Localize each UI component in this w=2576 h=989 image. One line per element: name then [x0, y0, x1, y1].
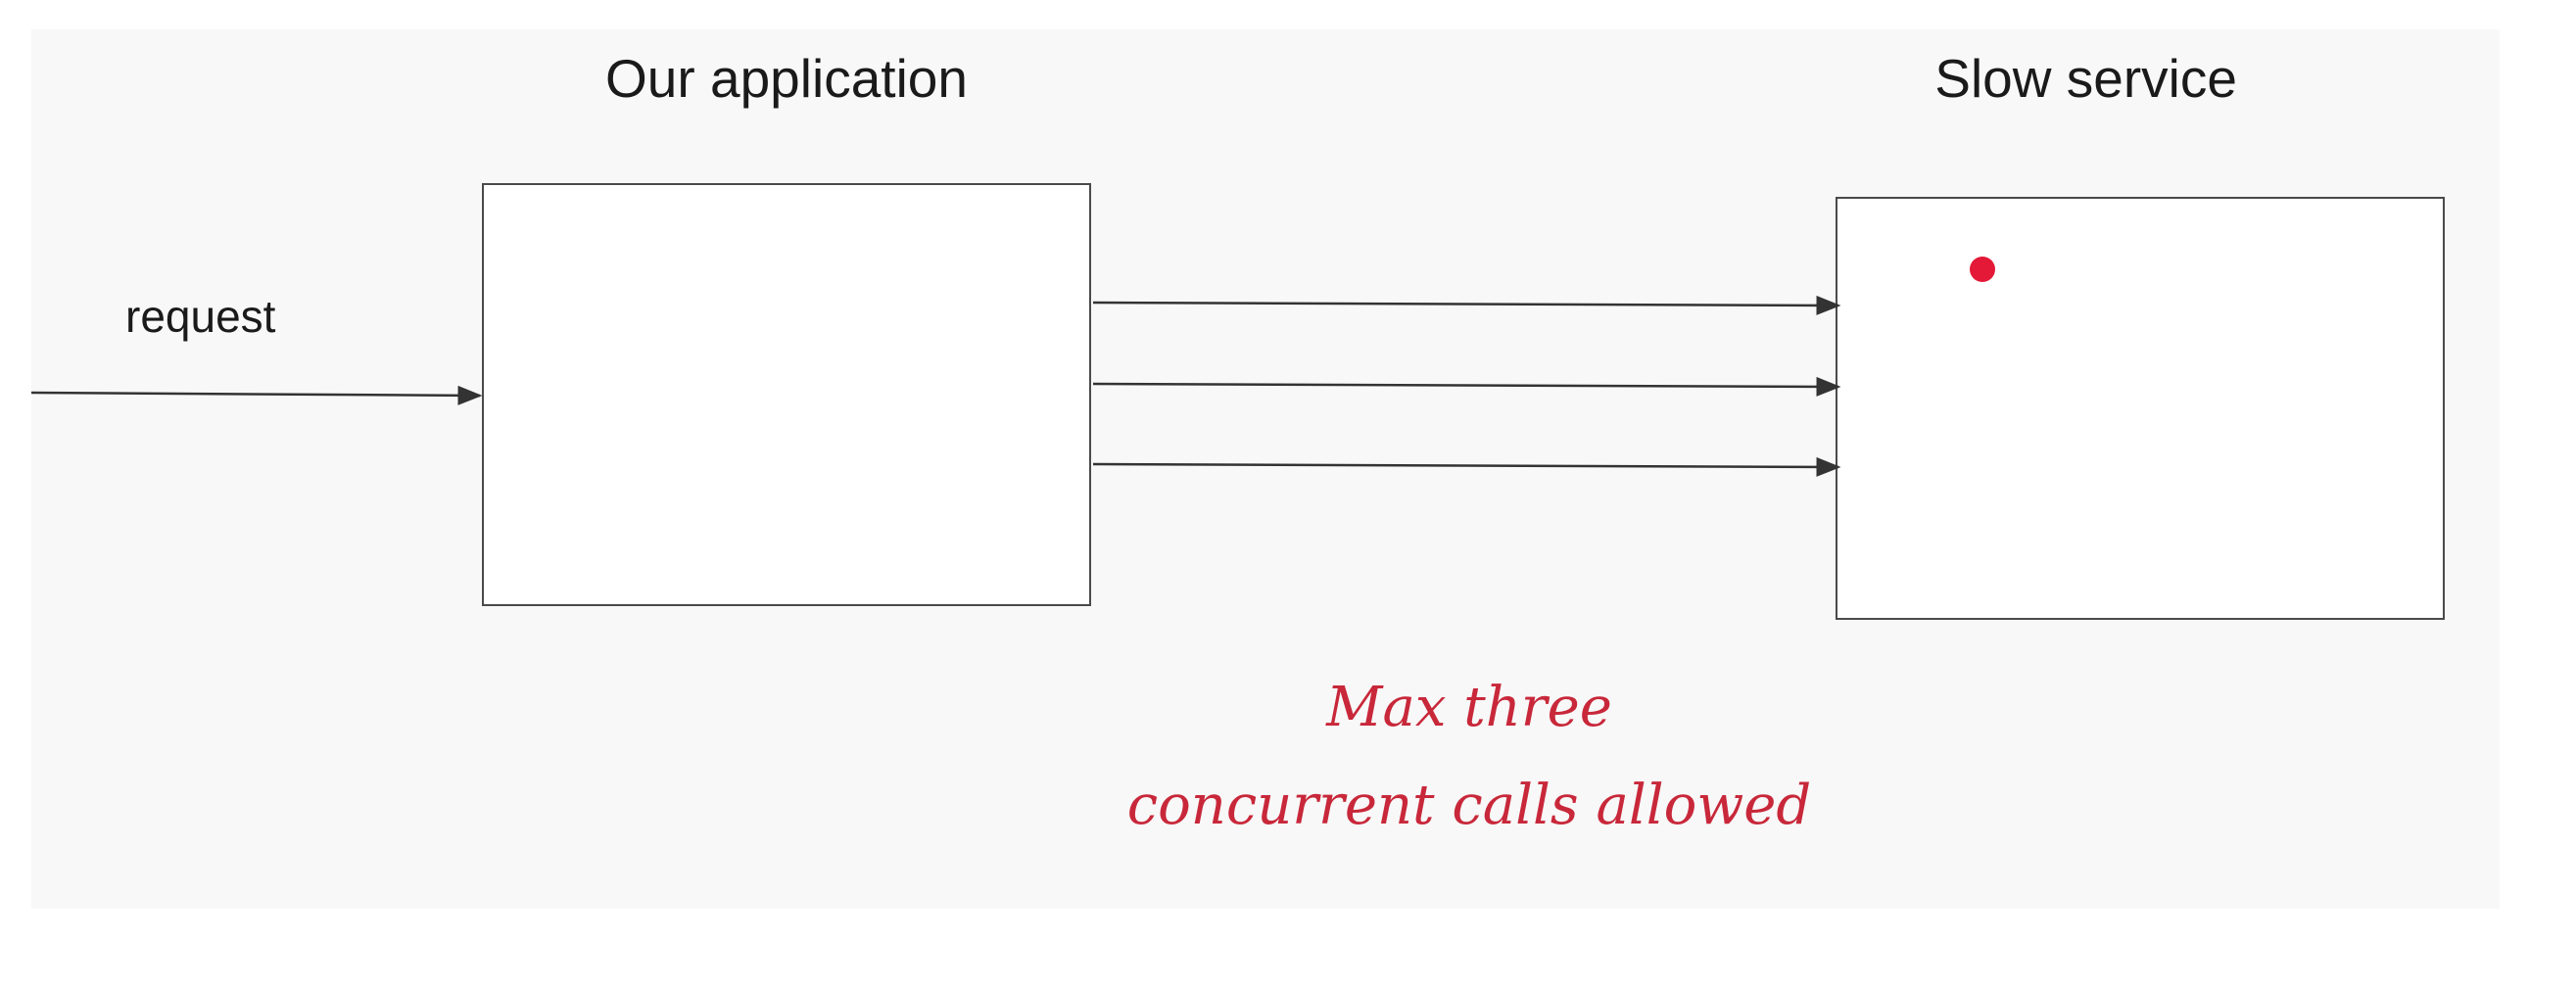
call-arrow-2 [1092, 376, 1841, 397]
call-arrow-3 [1092, 456, 1841, 477]
note-line-1: Max three [1326, 676, 1612, 739]
slow-service-box [1836, 197, 2445, 620]
request-arrow [30, 385, 483, 405]
pointer-dot [1970, 257, 1995, 282]
request-label: request [125, 291, 276, 342]
slow-service-title: Slow service [1934, 48, 2237, 109]
note-line-2: concurrent calls allowed [1126, 774, 1812, 837]
application-title: Our application [605, 48, 968, 109]
call-arrow-1 [1092, 295, 1841, 315]
application-box [482, 183, 1091, 606]
